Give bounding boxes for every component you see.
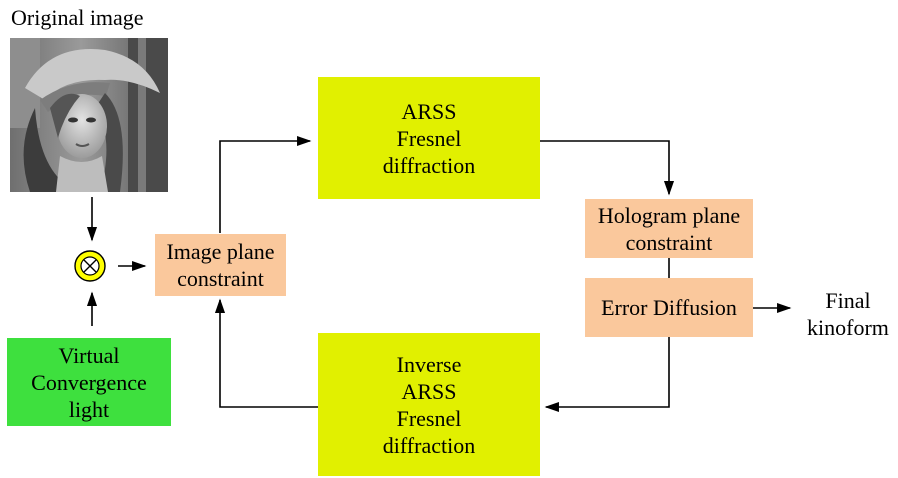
box-line: ARSS: [401, 98, 457, 124]
box-line: Inverse: [396, 351, 462, 377]
arss-fresnel-diffraction-box: ARSS Fresnel diffraction: [318, 77, 540, 199]
box-line: Fresnel: [396, 125, 462, 151]
hologram-plane-constraint-box: Hologram plane constraint: [585, 199, 753, 258]
error-diffusion-box: Error Diffusion: [585, 278, 753, 337]
box-line: constraint: [625, 229, 713, 255]
box-line: light: [68, 396, 110, 422]
multiplier-icon: [73, 249, 107, 283]
portrait-photo-icon: [10, 38, 168, 192]
box-line: diffraction: [382, 432, 476, 458]
arrow-inverse-to-image-plane: [214, 298, 318, 408]
output-line: kinoform: [807, 315, 889, 340]
box-line: Error Diffusion: [601, 295, 737, 320]
output-line: Final: [825, 288, 871, 313]
arrow-image-plane-to-arss: [219, 135, 312, 233]
input-image-caption: Original image: [11, 5, 144, 30]
virtual-convergence-light-box: Virtual Convergence light: [7, 338, 171, 426]
arrow-arss-to-hologram-plane: [540, 140, 675, 196]
box-line: Hologram plane: [597, 202, 741, 228]
box-line: ARSS: [401, 378, 457, 404]
inverse-arss-fresnel-diffraction-box: Inverse ARSS Fresnel diffraction: [318, 333, 540, 476]
box-line: Fresnel: [396, 405, 462, 431]
arrow-error-diffusion-to-inverse: [544, 337, 670, 413]
box-line: Image plane: [166, 239, 275, 264]
box-line: constraint: [177, 266, 264, 291]
image-plane-constraint-box: Image plane constraint: [155, 234, 286, 296]
box-line: Virtual: [58, 342, 120, 368]
final-kinoform-label: Final kinoform: [798, 285, 898, 343]
box-line: Convergence: [31, 369, 147, 395]
box-line: diffraction: [382, 152, 476, 178]
